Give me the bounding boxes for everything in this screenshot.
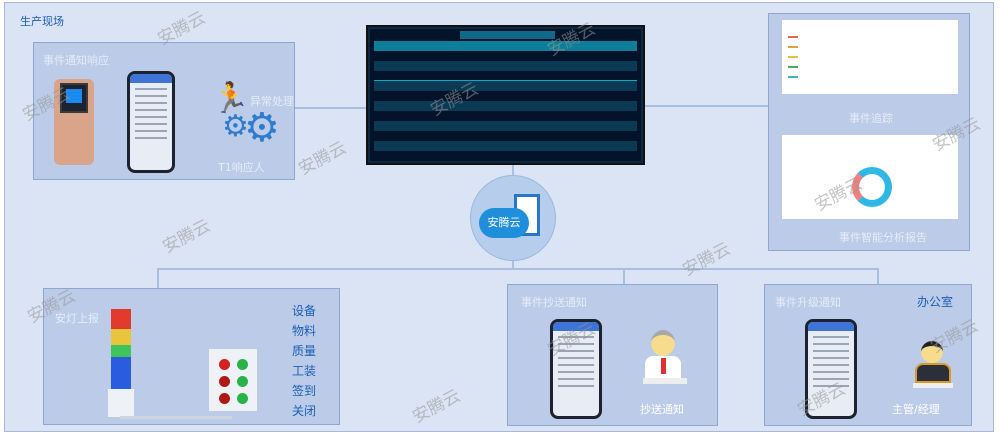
- cloud-icon: 安腾云: [479, 208, 529, 238]
- button-label-tooling: 工装: [292, 364, 317, 378]
- office-label: 办公室: [917, 295, 954, 309]
- panel-title: 安灯上报: [55, 312, 99, 325]
- connector: [623, 268, 625, 284]
- connector: [877, 268, 879, 284]
- running-person-icon: 🏃: [212, 81, 250, 116]
- event-dashboard-screen: [368, 27, 643, 163]
- button-box: [209, 349, 257, 411]
- dashboard-header-row: [374, 41, 637, 51]
- report-screenshot: [782, 135, 958, 219]
- panel-title: 事件抄送通知: [521, 296, 587, 309]
- connector: [512, 260, 514, 269]
- staff-person-icon: [643, 330, 687, 386]
- phone-image: [805, 319, 857, 419]
- report-label: 事件智能分析报告: [839, 231, 927, 244]
- tracking-screenshot: [782, 20, 958, 94]
- tracking-label: 事件追踪: [849, 112, 893, 125]
- connector: [157, 268, 159, 288]
- escalate-panel: 事件升级通知 办公室 主管/经理: [764, 284, 972, 426]
- manager-person-icon: [913, 341, 953, 388]
- connector: [512, 163, 514, 175]
- phone-image: [127, 71, 175, 173]
- connector: [295, 107, 368, 109]
- phone-image: [550, 319, 602, 419]
- connector: [643, 105, 768, 107]
- button-label-material: 物料: [292, 324, 317, 338]
- watch-icon: [60, 83, 88, 113]
- manager-label: 主管/经理: [892, 403, 940, 416]
- tracking-panel: 事件追踪 事件智能分析报告: [768, 13, 970, 251]
- button-label-close: 关闭: [292, 404, 317, 418]
- cloud-node: 安腾云: [470, 175, 556, 261]
- responder-label: T1响应人: [218, 161, 265, 174]
- panel-title: 事件升级通知: [775, 296, 841, 309]
- exception-label: 异常处理: [250, 95, 294, 108]
- diagram-title: 生产现场: [20, 15, 64, 28]
- connector: [157, 268, 879, 270]
- gear-icon: ⚙: [244, 105, 280, 151]
- cc-panel: 事件抄送通知 抄送通知: [507, 284, 718, 426]
- andon-panel: 安灯上报 设备 物料 质量 工装 签到 关闭: [43, 288, 340, 425]
- notify-panel: 事件通知响应 🏃 ⚙ ⚙ 异常处理 T1响应人: [33, 42, 295, 180]
- button-label-signin: 签到: [292, 384, 317, 398]
- panel-title: 事件通知响应: [43, 54, 109, 67]
- button-label-quality: 质量: [292, 344, 317, 358]
- cable: [120, 416, 232, 419]
- cc-label: 抄送通知: [640, 403, 684, 416]
- gears-icon: ⚙: [222, 109, 249, 144]
- button-label-equipment: 设备: [292, 304, 317, 318]
- dashboard-title-bar: [460, 31, 555, 39]
- donut-chart-icon: [852, 167, 892, 207]
- hand-image: [54, 79, 94, 165]
- tower-base: [108, 389, 134, 417]
- andon-light-tower: [111, 309, 131, 389]
